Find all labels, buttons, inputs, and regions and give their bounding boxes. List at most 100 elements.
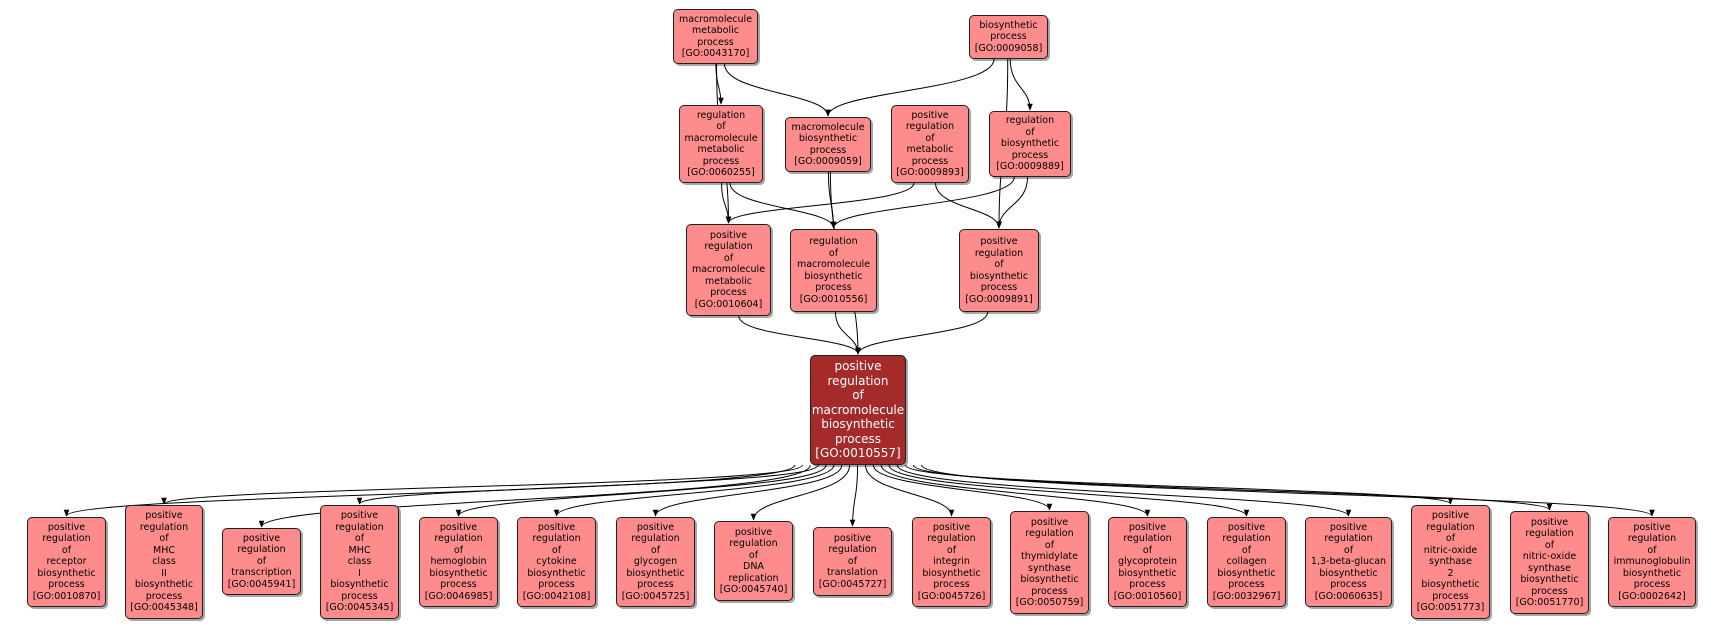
go-id-label: [GO:0060635] [1314, 590, 1383, 602]
term-label-line: of [1544, 539, 1555, 551]
go-id-label: [GO:0002642] [1618, 590, 1686, 602]
term-label-line: positive [932, 521, 971, 533]
term-label-line: of [852, 388, 864, 403]
term-label-line: macromolecule [684, 132, 758, 144]
term-label-line: positive [145, 510, 183, 522]
term-label-line: glycogen [633, 556, 678, 568]
edge-n5-to-n8 [996, 176, 1029, 229]
term-label-line: regulation [1005, 115, 1055, 127]
edge-focus-to-c14 [904, 464, 1454, 505]
term-label-line: positive [636, 521, 675, 533]
term-label-line: biosynthetic [1118, 567, 1177, 579]
term-label-line: biosynthetic [804, 270, 863, 282]
term-label-line: regulation [139, 521, 189, 533]
edge-focus-to-c12 [888, 464, 1250, 517]
term-label-line: positive [1633, 521, 1671, 533]
term-label-line: positive [537, 521, 576, 533]
edge-focus-to-c4 [455, 464, 827, 517]
term-label-line: regulation [1123, 533, 1172, 545]
term-label-line: process [341, 590, 378, 602]
term-label-line: positive [242, 532, 281, 544]
term-label-line: metabolic [705, 275, 752, 287]
term-label-line: of [159, 533, 169, 545]
term-label-line: regulation [1324, 533, 1373, 545]
go-id-label: [GO:0051770] [1515, 597, 1584, 608]
term-label-line: positive [1227, 521, 1266, 533]
term-label-line: of [650, 544, 661, 556]
term-label-line: biosynthetic [821, 417, 895, 432]
edge-focus-to-c2 [258, 464, 811, 528]
term-label-line: nitric-oxide [1522, 551, 1577, 562]
term-label-line: of [256, 555, 267, 567]
go-id-label: [GO:0045726] [917, 590, 986, 602]
go-id-label: [GO:0050759] [1015, 597, 1084, 608]
term-label-line: positive [709, 229, 748, 241]
term-label-line: of [453, 544, 464, 556]
term-label-line: of [716, 121, 726, 132]
go-id-label: [GO:0009891] [965, 293, 1033, 305]
term-label-line: regulation [1025, 528, 1074, 539]
term-label-line: of [925, 132, 935, 144]
edge-focus-to-c16 [921, 464, 1655, 517]
term-label-line: II [161, 567, 167, 579]
edge-n7-to-focus [834, 311, 861, 355]
term-label-line: process [710, 287, 747, 299]
edge-focus-to-c5 [553, 464, 835, 517]
edge-focus-to-c15 [912, 464, 1553, 511]
term-label-line: biosynthetic [1520, 574, 1579, 585]
go-id-label: [GO:0045725] [621, 590, 690, 602]
edge-focus-to-c8 [849, 464, 859, 527]
term-label-line: 1,3-beta-glucan [1310, 556, 1387, 568]
term-label-line: of [946, 544, 957, 556]
term-label-line: process [538, 579, 575, 591]
edge-focus-to-c0 [63, 464, 796, 517]
go-id-label: [GO:0045345] [325, 602, 394, 614]
term-label-line: translation [826, 567, 879, 579]
term-label-line: positive [340, 510, 379, 522]
term-label-line: of [1142, 544, 1153, 556]
term-label-line: macromolecule [796, 259, 871, 270]
go-id-label: [GO:0009058] [974, 42, 1043, 54]
term-label-line: regulation [532, 533, 581, 545]
term-label-line: regulation [827, 373, 889, 388]
term-label-line: of [994, 259, 1004, 270]
term-label-line: process [1432, 590, 1469, 602]
term-label-line: regulation [237, 544, 286, 556]
go-id-label: [GO:0009889] [996, 161, 1064, 173]
term-label-line: regulation [729, 538, 778, 549]
go-id-label: [GO:0046985] [424, 590, 493, 602]
term-label-line: biosynthetic [1622, 567, 1682, 579]
term-label-line: of [551, 544, 562, 556]
go-id-label: [GO:0009059] [794, 156, 862, 167]
term-label-line: biosynthetic [1319, 567, 1378, 579]
term-label-line: transcription [231, 567, 292, 579]
